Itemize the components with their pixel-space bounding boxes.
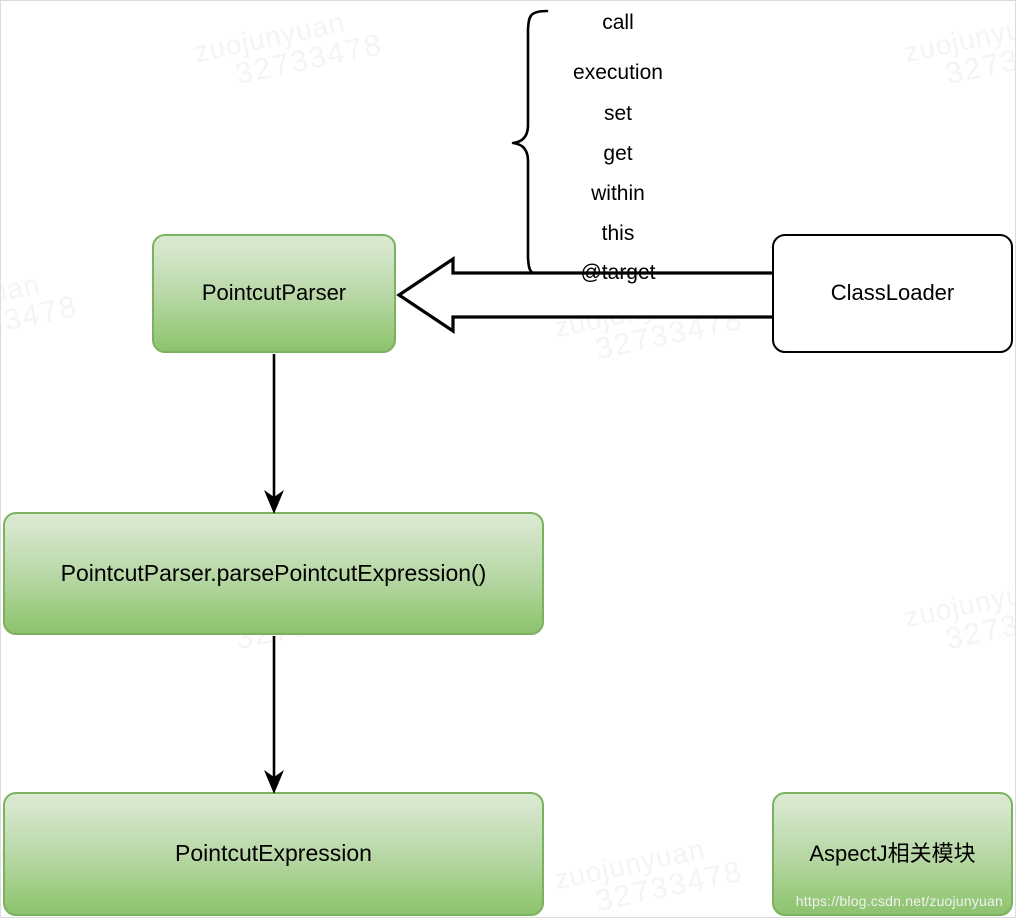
designator-execution: execution xyxy=(573,61,663,84)
node-pointcut-expression[interactable]: PointcutExpression xyxy=(3,792,544,916)
designator-at-target: @target xyxy=(580,261,656,284)
node-pointcutparser-label: PointcutParser xyxy=(201,280,347,306)
node-aspectj-module-label: AspectJ相关模块 xyxy=(809,840,976,866)
designator-set: set xyxy=(603,102,632,125)
node-pointcutparser[interactable]: PointcutParser xyxy=(152,234,396,353)
designator-call: call xyxy=(602,11,634,34)
csdn-url-watermark: https://blog.csdn.net/zuojunyuan xyxy=(795,893,1003,909)
designator-within: within xyxy=(591,182,645,205)
node-aspectj-module[interactable]: AspectJ相关模块 xyxy=(772,792,1013,916)
designator-get: get xyxy=(603,142,633,165)
designator-this: this xyxy=(601,222,635,245)
node-parse-pointcut-expression-label: PointcutParser.parsePointcutExpression() xyxy=(60,559,487,586)
node-classloader-label: ClassLoader xyxy=(830,280,955,306)
node-parse-pointcut-expression[interactable]: PointcutParser.parsePointcutExpression() xyxy=(3,512,544,635)
node-classloader[interactable]: ClassLoader xyxy=(772,234,1013,353)
node-pointcut-expression-label: PointcutExpression xyxy=(175,840,372,867)
